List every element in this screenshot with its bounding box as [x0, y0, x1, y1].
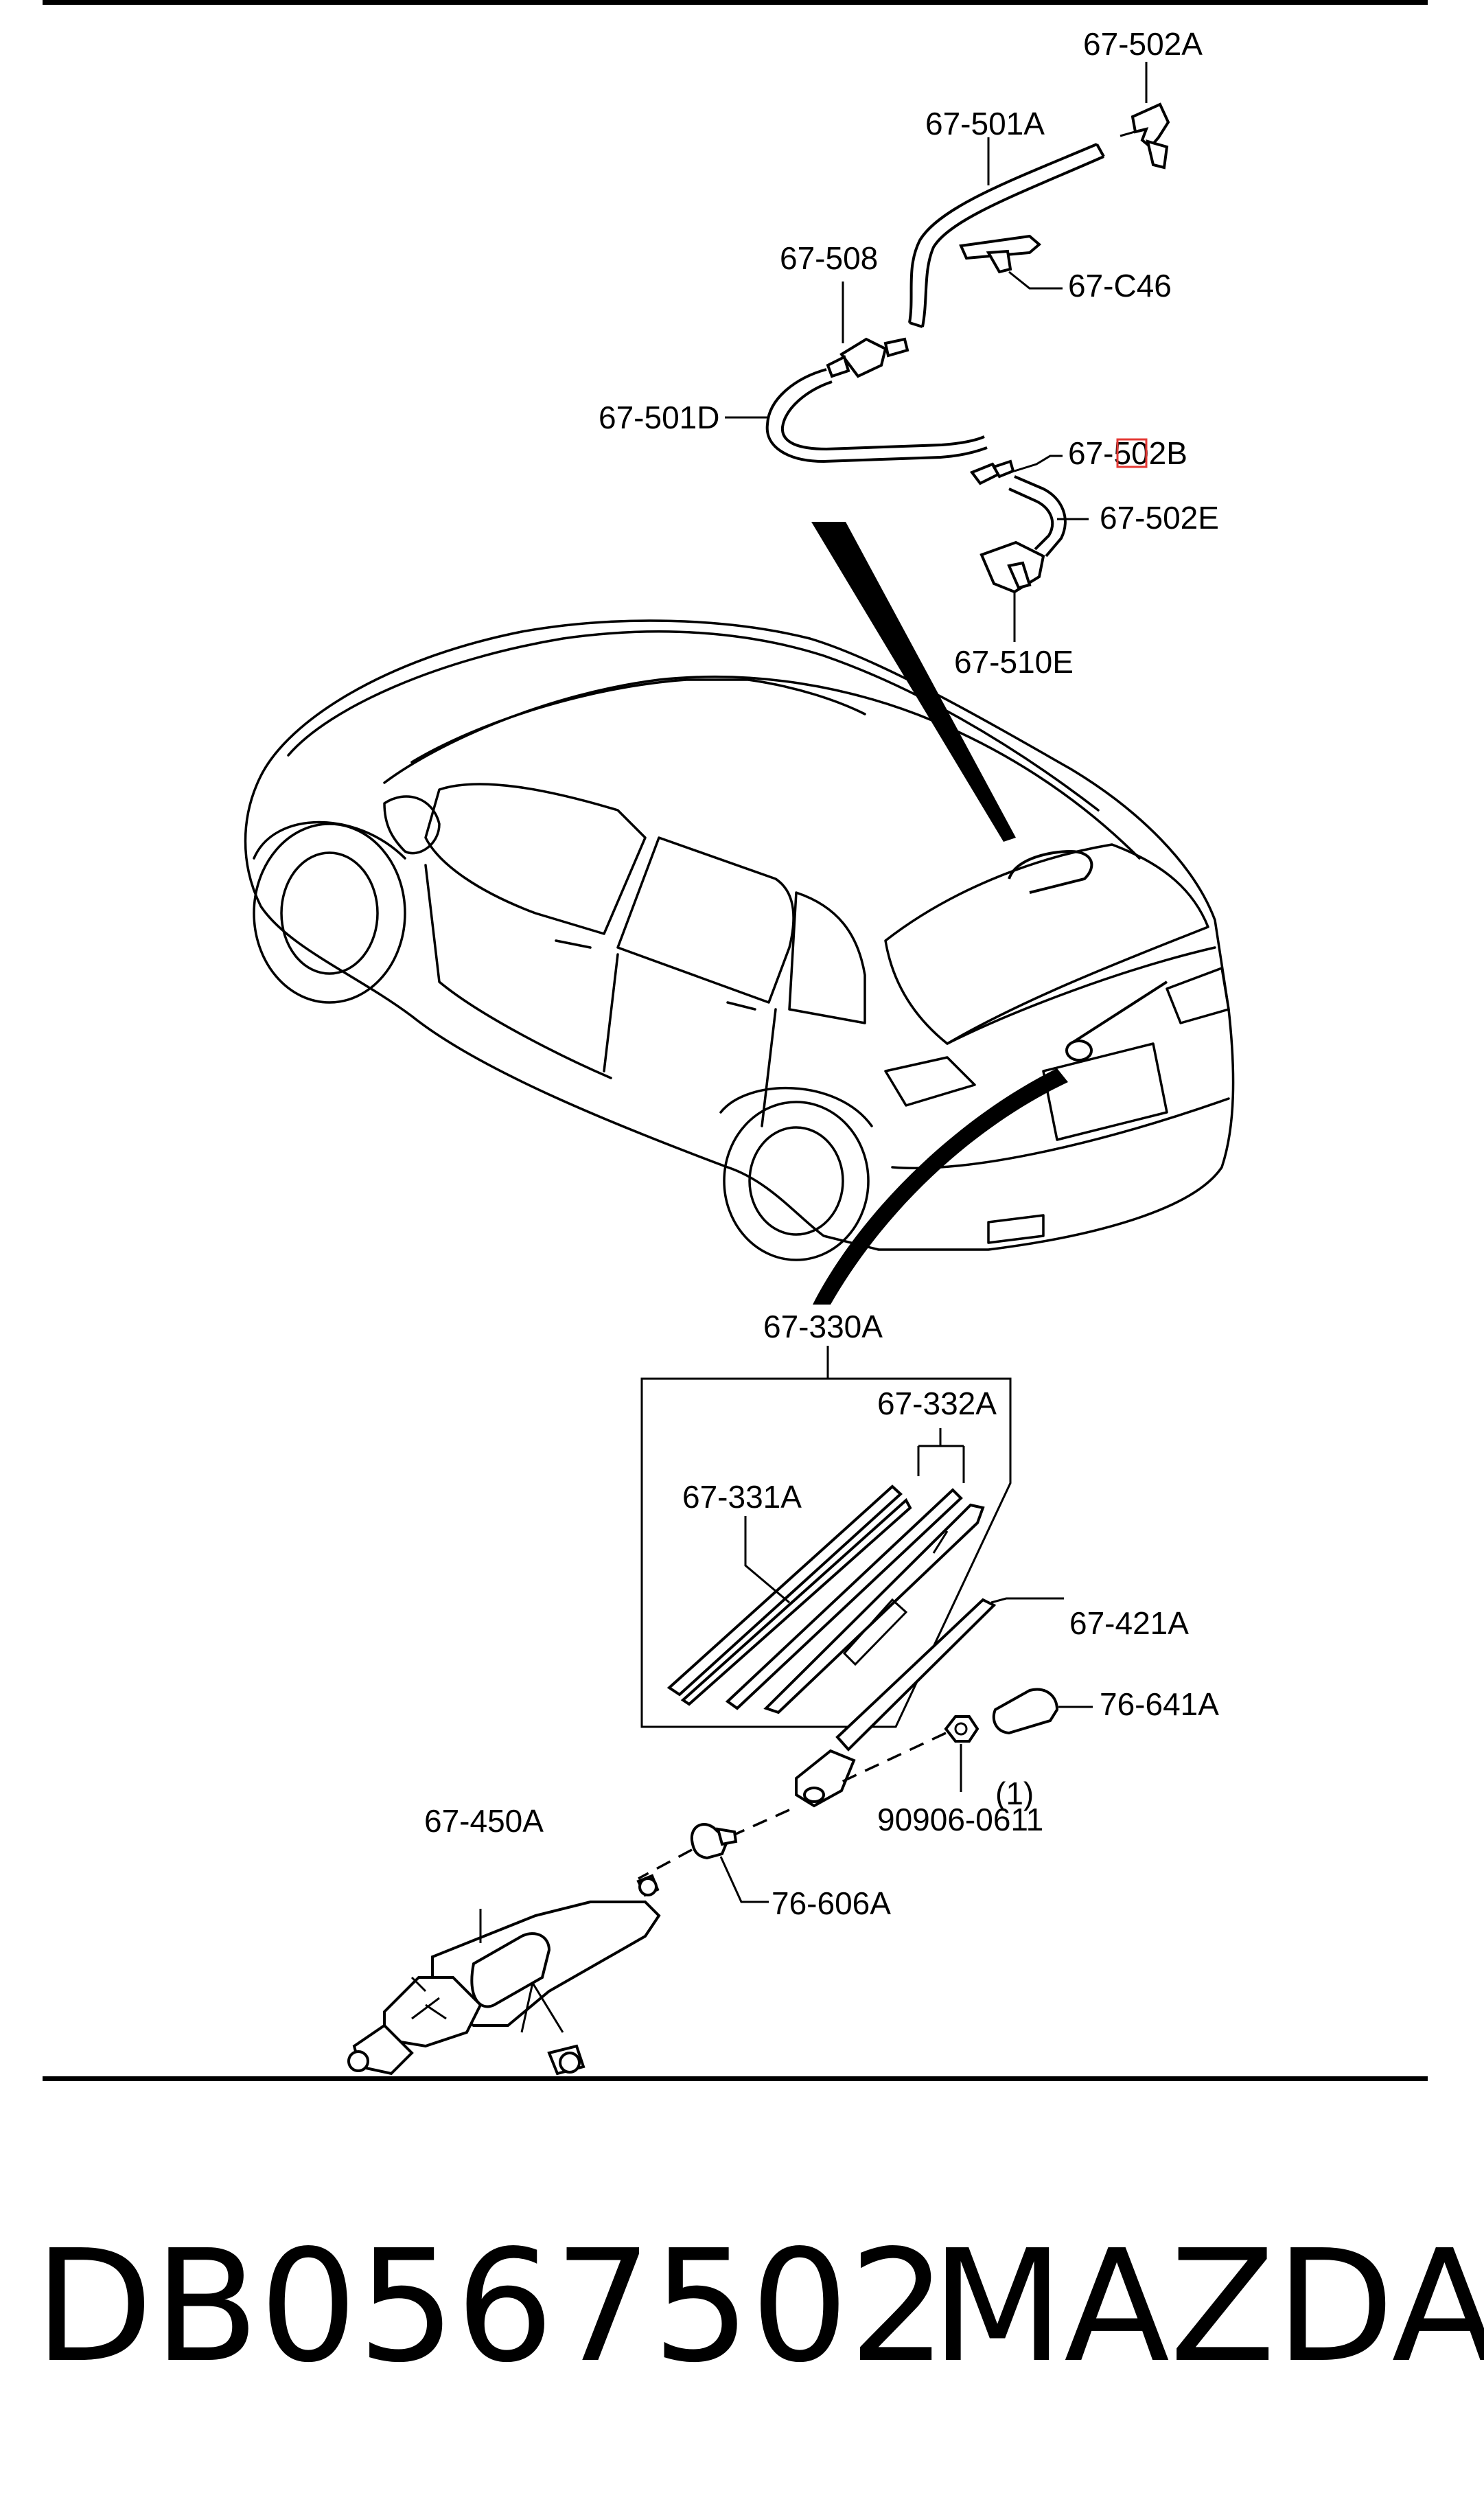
part-number: DB0567502 — [34, 2217, 947, 2397]
callout-wedge-wiper — [813, 1068, 1068, 1305]
label-67-502B: 67-502B — [1068, 435, 1187, 471]
label-67-502A: 67-502A — [1083, 26, 1203, 62]
label-67-331A: 67-331A — [682, 1479, 802, 1515]
car-illustration — [244, 619, 1235, 1261]
label-76-606A: 76-606A — [772, 1885, 891, 1921]
leader-lines-top — [725, 62, 1148, 642]
part-labels: 67-502A 67-501A 67-508 67-C46 67-501D 67… — [424, 26, 1219, 1921]
label-67-C46: 67-C46 — [1068, 268, 1172, 303]
label-67-502E: 67-502E — [1100, 500, 1219, 536]
label-67-501A: 67-501A — [925, 106, 1045, 141]
label-67-510E: 67-510E — [954, 644, 1074, 680]
joint-67-502A — [1120, 102, 1170, 170]
wiper-blade-box — [640, 1346, 1012, 1728]
label-67-332A: 67-332A — [877, 1386, 997, 1421]
bottom-separator — [43, 2076, 1428, 2081]
joint-67-502B — [969, 459, 1015, 485]
washer-hose-assembly — [765, 102, 1170, 594]
connector-67-508 — [826, 337, 909, 378]
hose-67-502E — [1008, 475, 1067, 558]
label-76-641A: 76-641A — [1100, 1686, 1219, 1722]
top-separator — [43, 0, 1428, 5]
highlight-box — [1116, 438, 1148, 468]
hose-67-501D — [765, 368, 988, 463]
label-67-421A: 67-421A — [1069, 1605, 1189, 1641]
label-67-330A: 67-330A — [763, 1309, 883, 1344]
wiper-arm-and-motor — [347, 1597, 1093, 2076]
label-67-508: 67-508 — [780, 240, 878, 276]
label-quantity: (1) — [995, 1776, 1034, 1811]
label-67-450A: 67-450A — [424, 1803, 544, 1839]
callout-wedge-washer — [811, 522, 1016, 842]
label-67-501D: 67-501D — [599, 400, 719, 435]
clip-67-C46 — [959, 234, 1042, 274]
brand-name: MAZDA — [931, 2217, 1484, 2397]
label-90906-0611: 90906-0611 — [877, 1802, 1043, 1837]
nozzle-67-510E — [979, 540, 1045, 594]
hose-67-501A — [908, 143, 1105, 328]
